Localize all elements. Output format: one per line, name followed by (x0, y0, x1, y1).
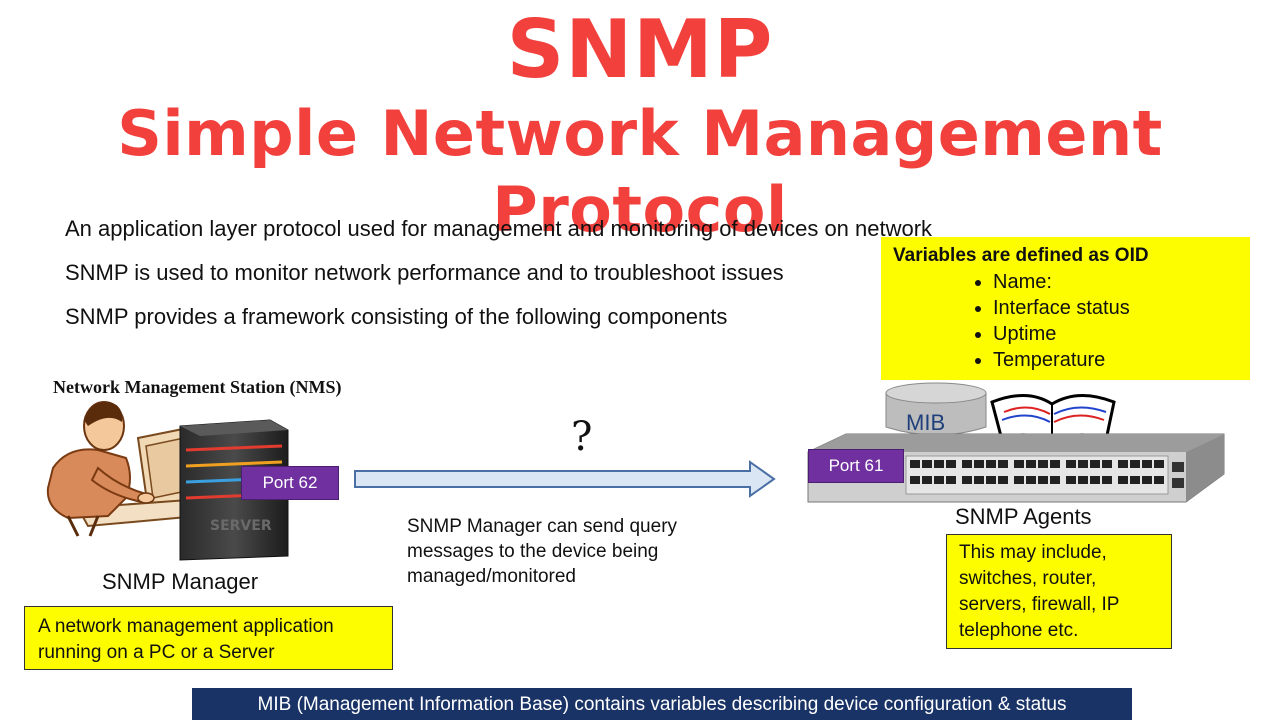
oid-variables-box: Variables are defined as OID Name: Inter… (881, 237, 1250, 380)
query-description: SNMP Manager can send query messages to … (407, 516, 678, 587)
network-switch-icon (807, 433, 1225, 503)
oid-item: Temperature (993, 347, 1238, 373)
server-text: SERVER (210, 518, 272, 534)
mib-label: MIB (906, 410, 945, 435)
oid-item: Uptime (993, 321, 1238, 347)
nms-label: Network Management Station (NMS) (53, 377, 342, 397)
server-icon: SERVER (179, 419, 289, 561)
query-arrow (354, 460, 776, 498)
description-line-3: SNMP provides a framework consisting of … (65, 304, 728, 329)
oid-box-title: Variables are defined as OID (893, 245, 1149, 266)
snmp-manager-label: SNMP Manager (102, 569, 259, 594)
description-line-1: An application layer protocol used for m… (65, 216, 933, 241)
port-61-label: Port 61 (808, 449, 904, 483)
port-62-label: Port 62 (241, 466, 339, 500)
mib-database-icon: MIB (885, 382, 987, 436)
agents-description-box: This may include, switches, router, serv… (946, 534, 1172, 649)
mib-footer-banner: MIB (Management Information Base) contai… (192, 688, 1132, 720)
description-line-2: SNMP is used to monitor network performa… (65, 260, 784, 285)
oid-item: Interface status (993, 295, 1238, 321)
slide-subtitle: Simple Network Management Protocol (117, 97, 1163, 246)
oid-list: Name: Interface status Uptime Temperatur… (893, 269, 1238, 373)
manager-description-box: A network management application running… (24, 606, 393, 670)
question-mark: ? (571, 414, 593, 460)
slide-title: SNMP (506, 3, 774, 96)
oid-item: Name: (993, 269, 1238, 295)
snmp-agents-label: SNMP Agents (955, 504, 1092, 529)
